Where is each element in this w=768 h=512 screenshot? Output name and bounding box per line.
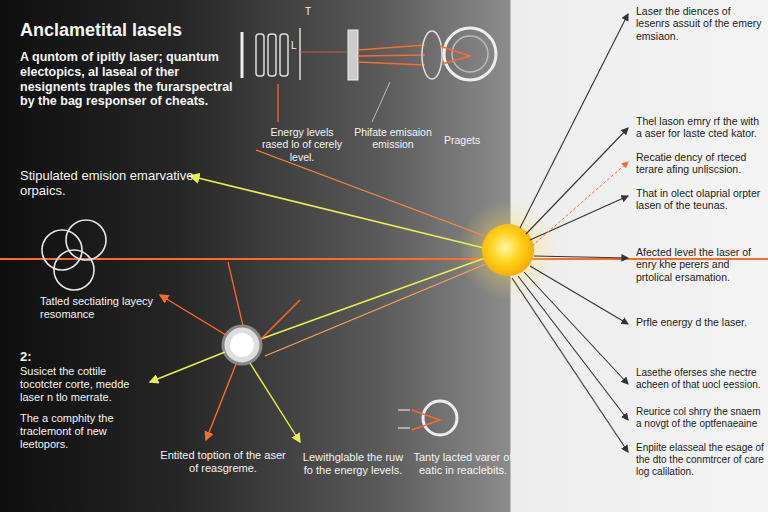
figure-label: Lewithglable the ruw fo the energy level…	[298, 451, 408, 477]
callout-text: That in olect olaprial orpter lasen of t…	[636, 187, 764, 212]
figure-label: Tatled sectiating layecy resomance	[40, 295, 190, 321]
callout-text: Reurice col shrry the snaem a novgt of t…	[636, 406, 764, 430]
section-heading: Stipulated emision emarvative orpaics.	[20, 168, 210, 199]
callout-text: Thel lason emry rf the with a aser for l…	[636, 115, 764, 140]
part-label: Energy levels rased lo of cerely level.	[256, 126, 348, 163]
callout-text: Prfle energy d the laser.	[636, 316, 764, 328]
axis-letter: T	[305, 6, 311, 18]
part-label: Pragets	[444, 134, 480, 146]
note-text: The a comphity the traclemont of new lee…	[20, 412, 148, 451]
callout-text: Afected level the laser of enry khe pere…	[636, 246, 764, 283]
callout-text: Enpiite elasseal the esage of the dto th…	[636, 442, 764, 477]
callout-text: Laser the diences of lesenrs assuit of t…	[636, 5, 764, 42]
note-text: Susicet the cottile tocotcter corte, med…	[20, 365, 148, 404]
part-label: Phifate emisaion emission	[354, 126, 432, 151]
callout-text: Lasethe oferses she nectre acheen of tha…	[636, 367, 764, 391]
callout-number: 2:	[20, 349, 32, 364]
figure-label: Entited toption of the aser of reasgreme…	[160, 449, 286, 475]
axis-letter: L	[291, 40, 297, 52]
figure-label: Tanty lacted varer of eatic in reaclebit…	[408, 451, 518, 477]
intro-text: A quntom of ipitly laser; quantum electo…	[20, 50, 235, 109]
diagram-title: Anclametital lasels	[20, 20, 182, 41]
callout-text: Recatie dency of rteced terare afing unl…	[636, 151, 764, 176]
